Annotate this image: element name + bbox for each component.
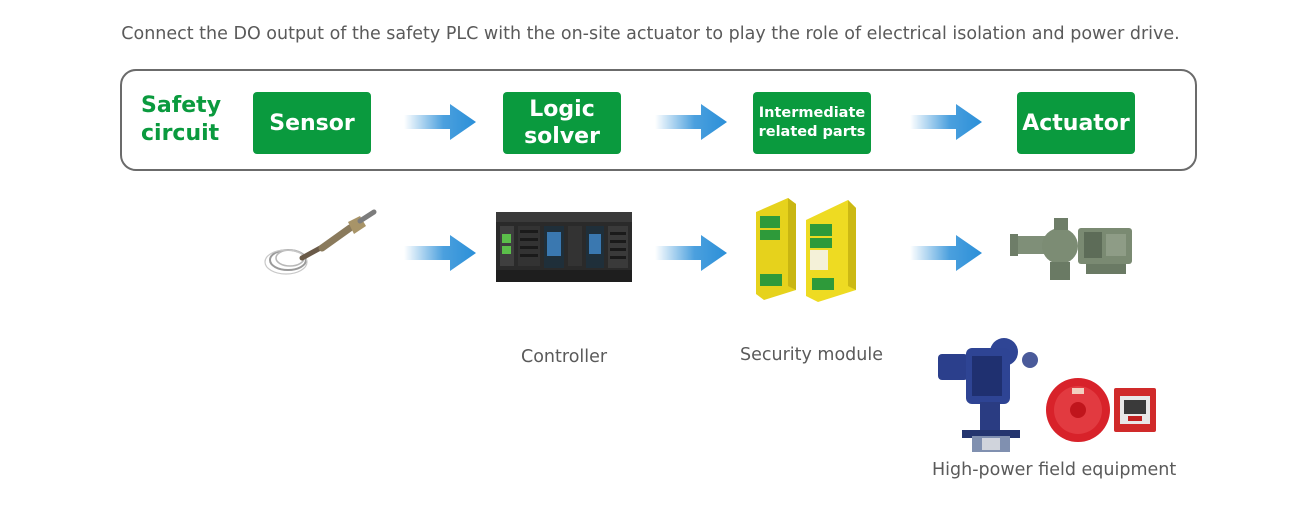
safety-circuit-label-line1: Safety (141, 93, 222, 118)
stage-intermediate-line1: Intermediate (758, 105, 866, 121)
stage-logic-solver-line1: Logic (529, 97, 595, 122)
stage-actuator-box: Actuator (1017, 92, 1135, 154)
stage-actuator-label: Actuator (1022, 110, 1130, 136)
stage-logic-solver-box: Logic solver (503, 92, 621, 154)
arrow-right-icon (655, 235, 727, 271)
plc-controller-image (496, 212, 632, 282)
arrow-right-icon (655, 104, 727, 140)
page-title: Connect the DO output of the safety PLC … (121, 24, 1180, 44)
caption-field-equipment: High-power field equipment (932, 460, 1177, 480)
stage-sensor-label: Sensor (269, 110, 355, 136)
stage-logic-solver-line2: solver (524, 124, 600, 149)
actuator-valve-image (1010, 218, 1132, 280)
caption-controller: Controller (521, 347, 608, 367)
alarm-bell-image (1046, 378, 1110, 442)
arrow-right-icon (910, 104, 982, 140)
arrow-right-icon (404, 235, 476, 271)
manual-call-point-image (1114, 388, 1156, 432)
security-module-image (756, 198, 856, 302)
arrow-right-icon (910, 235, 982, 271)
stage-sensor-box: Sensor (253, 92, 371, 154)
arrow-right-icon (404, 104, 476, 140)
caption-security-module: Security module (740, 345, 884, 365)
stage-intermediate-box: Intermediate related parts (753, 92, 871, 154)
stage-intermediate-line2: related parts (758, 124, 866, 140)
safety-circuit-label: Safety circuit (141, 92, 221, 148)
safety-circuit-frame (120, 69, 1197, 171)
safety-circuit-label-line2: circuit (141, 121, 220, 146)
sensor-probe-image (264, 209, 377, 275)
electric-actuator-image (938, 338, 1038, 452)
